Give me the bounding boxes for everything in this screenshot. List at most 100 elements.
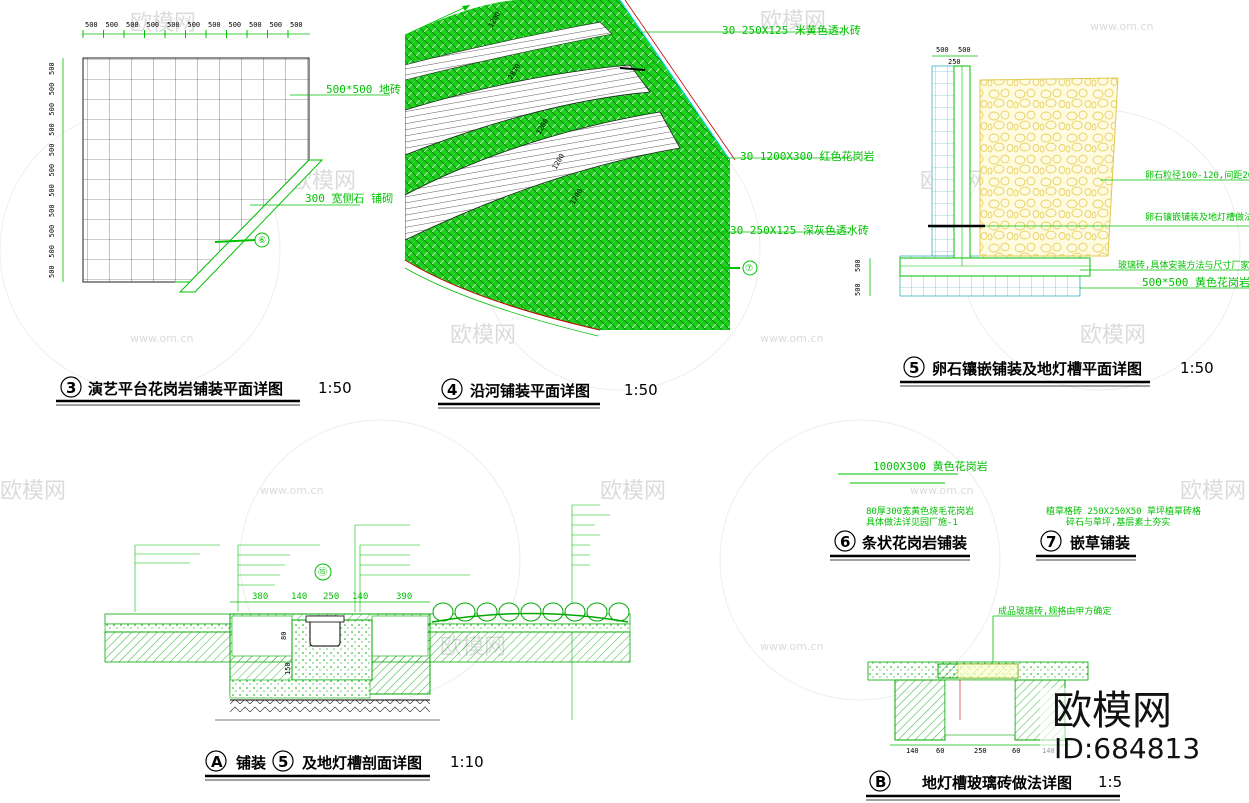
watermark-url: www.om.cn [760, 640, 823, 653]
p3-top-dim: 500 [270, 21, 283, 29]
p3-title-number: 3 [66, 379, 76, 397]
watermark-text: 欧模网 [760, 9, 826, 34]
watermark-text: 欧模网 [0, 479, 66, 504]
p3-label-tile: 500*500 地砖 [326, 82, 401, 96]
p7-title-number: 7 [1046, 533, 1056, 551]
p7-label-1: 植草格砖 250X250X50 草坪植草砖格 [1046, 505, 1201, 517]
p4-scale: 1:50 [624, 381, 658, 399]
pb-title-letter: B [875, 773, 886, 791]
pa-title: 及地灯槽剖面详图 [302, 754, 422, 772]
p3-title: 演艺平台花岗岩铺装平面详图 [88, 380, 283, 398]
p3-callout: ⑥ [258, 236, 266, 246]
panel-a-section: ⑮ 380 140 250 140 390 80 150 [104, 504, 631, 781]
p5-label-1: 卵石粒径100-120,间距20- [1145, 169, 1249, 181]
p4-title: 沿河铺装平面详图 [470, 382, 590, 400]
panel-b-detail: 成品玻璃砖,规格由甲方确定 140 60 250 60 140 B 地灯槽玻璃砖… [866, 605, 1122, 801]
p7-label-2: 碎石与草坪,基层素土夯实 [1066, 516, 1170, 528]
pa-callout: ⑮ [318, 567, 327, 578]
p3-label-curb: 300 宽侧石 铺砌 [305, 191, 393, 205]
p3-left-dim: 500 [48, 62, 56, 75]
watermark-url: www.om.cn [910, 484, 973, 497]
p3-top-dim: 500 [167, 21, 180, 29]
brand-watermark: 欧模网 ID:684813 [1040, 688, 1218, 770]
p5-label-3: 玻璃砖,具体安装方法与尺寸厂家确定 [1118, 259, 1249, 271]
pa-title-letter: A [211, 753, 223, 771]
p5-title: 卵石镶嵌铺装及地灯槽平面详图 [932, 360, 1142, 378]
p4-title-number: 4 [447, 381, 457, 399]
pa-dim: 140 [291, 592, 307, 602]
pa-dim: 250 [323, 592, 339, 602]
pa-dim-v: 80 [280, 632, 288, 640]
p3-left-dim: 500 [48, 184, 56, 197]
p3-left-dim: 500 [48, 103, 56, 116]
p3-top-dim: 500 [229, 21, 242, 29]
p5-scale: 1:50 [1180, 359, 1214, 377]
p5-label-4: 500*500 黄色花岗岩 [1142, 275, 1249, 289]
pa-title-pre: 铺装 [236, 754, 267, 772]
p7-title: 嵌草铺装 [1070, 534, 1131, 552]
pa-dim: 140 [352, 592, 368, 602]
p3-left-dim: 500 [48, 123, 56, 136]
watermark-text: 欧模网 [450, 323, 516, 348]
p5-dim: 250 [948, 58, 961, 66]
p3-top-dim: 500 [188, 21, 201, 29]
p5-side-dim: 500 [854, 283, 862, 296]
pa-title-number: 5 [278, 753, 288, 771]
p6-label-1: 1000X300 黄色花岗岩 [873, 459, 988, 473]
p5-dim: 500 [958, 46, 971, 54]
p3-top-dim: 500 [147, 21, 160, 29]
p3-top-dim: 500 [85, 21, 98, 29]
p3-left-dim: 500 [48, 245, 56, 258]
p6-label-2: 80厚300宽黄色烧毛花岗岩 [866, 505, 974, 517]
p3-scale: 1:50 [318, 379, 352, 397]
p3-left-dim: 500 [48, 225, 56, 238]
watermark-url: www.om.cn [1090, 20, 1153, 33]
p6-label-3: 具体做法详见园厂施-1 [866, 516, 958, 528]
panel-5-plan: 500 500 250 500 500 卵石粒径100-120,间距20- 卵石… [854, 46, 1249, 387]
watermark-text: 欧模网 [130, 11, 196, 36]
p5-title-number: 5 [909, 359, 919, 377]
pb-dim: 60 [936, 747, 944, 755]
pa-scale: 1:10 [450, 753, 484, 771]
p3-left-dim: 500 [48, 83, 56, 96]
p6-title-number: 6 [840, 533, 850, 551]
pb-dim: 250 [974, 747, 987, 755]
p3-top-dim: 500 [290, 21, 303, 29]
p3-top-dim: 500 [126, 21, 139, 29]
watermark-layer: 欧模网 www.om.cn 欧模网 www.om.cn 欧模网 欧模网 www.… [0, 9, 1246, 701]
p3-top-dim: 500 [208, 21, 221, 29]
watermark-url: www.om.cn [260, 484, 323, 497]
p5-label-2: 卵石镶嵌铺装及地灯槽做法 [1145, 211, 1249, 223]
watermark-url: www.om.cn [130, 332, 193, 345]
p5-side-dim: 500 [854, 259, 862, 272]
p3-top-dim: 500 [106, 21, 119, 29]
p4-label-3: 30 250X125 深灰色透水砖 [730, 223, 869, 237]
watermark-text: 欧模网 [1080, 323, 1146, 348]
pb-dim: 60 [1012, 747, 1020, 755]
pb-dim: 140 [906, 747, 919, 755]
pb-title: 地灯槽玻璃砖做法详图 [922, 774, 1072, 792]
p3-left-dim: 500 [48, 164, 56, 177]
watermark-text: 欧模网 [600, 479, 666, 504]
p4-label-1: 30 250X125 米黄色透水砖 [722, 23, 861, 37]
p3-left-dim: 500 [48, 144, 56, 157]
p3-left-dim: 500 [48, 265, 56, 278]
p6-title: 条状花岗岩铺装 [861, 534, 968, 552]
brand-id: ID:684813 [1054, 732, 1200, 765]
panel-7-detail: 植草格砖 250X250X50 草坪植草砖格 碎石与草坪,基层素土夯实 7 嵌草… [1036, 505, 1201, 561]
p3-left-dims: 500 500 500 500 500 500 500 500 500 500 500 [48, 62, 56, 278]
p5-dim: 500 [936, 46, 949, 54]
pa-dim: 390 [396, 592, 412, 602]
p3-left-dim: 500 [48, 204, 56, 217]
watermark-text: 欧模网 [1180, 479, 1246, 504]
p4-callout: ⑦ [745, 264, 753, 274]
pa-dim-v: 150 [284, 662, 292, 675]
watermark-url: www.om.cn [760, 332, 823, 345]
pa-dim: 380 [252, 592, 268, 602]
pb-note: 成品玻璃砖,规格由甲方确定 [998, 605, 1111, 617]
p4-label-2: 30 1200X300 红色花岗岩 [740, 149, 874, 163]
brand-name: 欧模网 [1052, 688, 1172, 734]
